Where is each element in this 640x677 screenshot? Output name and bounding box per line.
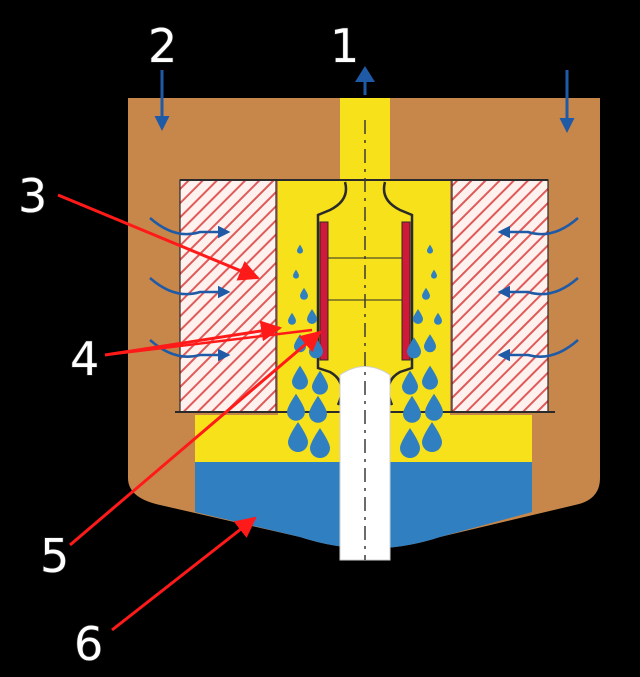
- water-droplet-10: [309, 395, 327, 423]
- water-droplet-2: [300, 287, 308, 300]
- label-1: 1: [330, 19, 359, 73]
- filter-element-left: [179, 179, 277, 413]
- flow-arrow-left-2-icon: [149, 277, 231, 299]
- water-droplet-4: [307, 309, 317, 324]
- water-droplet-19: [407, 337, 421, 359]
- water-droplet-17: [413, 309, 423, 324]
- separator-tube-left: [319, 221, 329, 361]
- water-droplet-11: [288, 422, 308, 452]
- water-droplet-16: [434, 312, 442, 325]
- water-droplet-25: [400, 428, 420, 458]
- water-droplet-7: [292, 365, 308, 390]
- water-droplets: [287, 244, 443, 458]
- water-droplet-14: [431, 269, 437, 279]
- water-droplet-9: [287, 393, 305, 421]
- flow-arrow-left-1-icon: [149, 217, 231, 239]
- label-5: 5: [40, 529, 69, 583]
- label-4: 4: [70, 332, 99, 386]
- label-2: 2: [148, 19, 177, 73]
- water-droplet-0: [297, 244, 303, 254]
- flow-arrow-left-3-icon: [149, 339, 231, 362]
- fuel-chamber: [195, 98, 532, 462]
- water-droplet-8: [312, 370, 328, 395]
- callout-line-5: [69, 330, 322, 547]
- water-droplet-13: [427, 244, 433, 254]
- water-droplet-20: [422, 365, 438, 390]
- water-droplet-23: [403, 395, 421, 423]
- filter-element-right: [451, 179, 549, 413]
- water-droplet-21: [402, 370, 418, 395]
- water-droplet-15: [422, 287, 430, 300]
- water-droplet-1: [293, 269, 299, 279]
- callout-line-3: [57, 193, 260, 281]
- flow-arrow-right-3-icon: [497, 339, 579, 362]
- water-droplet-3: [288, 312, 296, 325]
- label-6: 6: [74, 617, 103, 671]
- callout-line-6: [111, 516, 257, 632]
- callout-line-4b: [104, 328, 313, 357]
- water-droplet-22: [425, 393, 443, 421]
- flow-arrow-right-1-icon: [497, 217, 579, 239]
- water-droplet-24: [422, 422, 442, 452]
- separator-tube-right: [401, 221, 411, 361]
- water-droplet-18: [424, 334, 436, 353]
- outlet-arrowhead-icon: [355, 66, 375, 82]
- flow-arrow-right-2-icon: [497, 277, 579, 299]
- water-droplet-12: [310, 428, 330, 458]
- center-drain-tube: [339, 366, 391, 561]
- label-3: 3: [18, 169, 47, 223]
